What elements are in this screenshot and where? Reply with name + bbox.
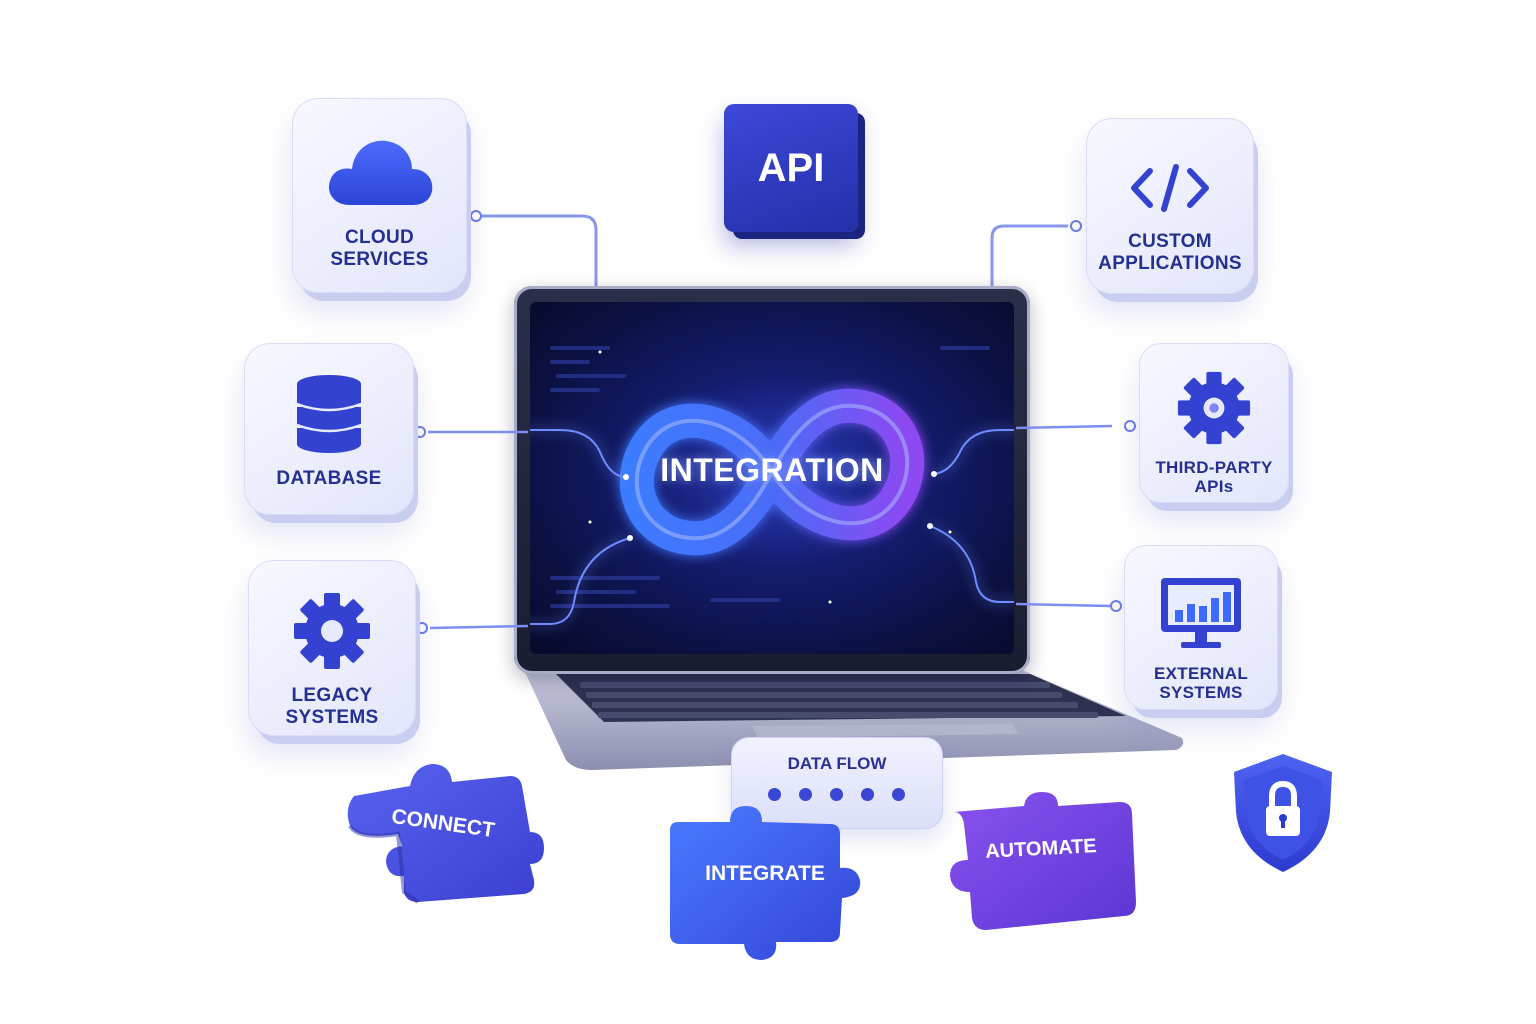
card-legacy-systems: LEGACY SYSTEMS <box>248 560 416 736</box>
shield-lock-icon <box>1228 752 1338 874</box>
flow-dot <box>799 788 812 801</box>
database-icon <box>294 374 364 458</box>
code-icon <box>1130 163 1210 217</box>
card-label: CUSTOM APPLICATIONS <box>1098 231 1242 274</box>
data-flow-panel: DATA FLOW <box>731 737 943 829</box>
data-flow-label: DATA FLOW <box>787 754 887 773</box>
puzzle-integrate: INTEGRATE <box>664 806 866 962</box>
card-custom-applications: CUSTOM APPLICATIONS <box>1086 118 1254 294</box>
flow-dot <box>892 788 905 801</box>
flow-dot <box>830 788 843 801</box>
cloud-icon <box>324 129 436 217</box>
card-label: LEGACY SYSTEMS <box>285 685 379 728</box>
flow-dot <box>768 788 781 801</box>
card-cloud-services: CLOUD SERVICES <box>292 98 467 293</box>
card-label: EXTERNAL SYSTEMS <box>1153 664 1248 702</box>
connector-dot-third <box>1124 420 1136 432</box>
laptop-screen: INTEGRATION <box>530 302 1014 654</box>
data-flow-dots <box>768 788 905 801</box>
connector-dot-external <box>1110 600 1122 612</box>
card-label: DATABASE <box>276 468 382 489</box>
card-database: DATABASE <box>244 343 414 515</box>
connector-dot-custom <box>1070 220 1082 232</box>
api-tile: API <box>724 104 858 232</box>
api-label: API <box>757 145 825 190</box>
puzzle-automate: AUTOMATE <box>940 792 1142 932</box>
puzzle-connect: CONNECT <box>340 756 546 904</box>
gear-icon <box>1176 370 1252 450</box>
card-label: CLOUD SERVICES <box>330 227 429 270</box>
card-label: THIRD-PARTY APIs <box>1155 458 1273 496</box>
flow-dot <box>861 788 874 801</box>
connector-dot-legacy <box>416 622 428 634</box>
connector-dot-database <box>414 426 426 438</box>
puzzle-label: INTEGRATE <box>705 862 825 885</box>
infinity-graphic <box>530 346 1014 625</box>
monitor-chart-icon <box>1159 576 1243 656</box>
card-external-systems: EXTERNAL SYSTEMS <box>1124 545 1278 710</box>
gear-icon <box>292 591 372 675</box>
card-third-party-apis: THIRD-PARTY APIs <box>1139 343 1289 503</box>
connector-dot-cloud <box>470 210 482 222</box>
integration-title: INTEGRATION <box>660 452 884 488</box>
